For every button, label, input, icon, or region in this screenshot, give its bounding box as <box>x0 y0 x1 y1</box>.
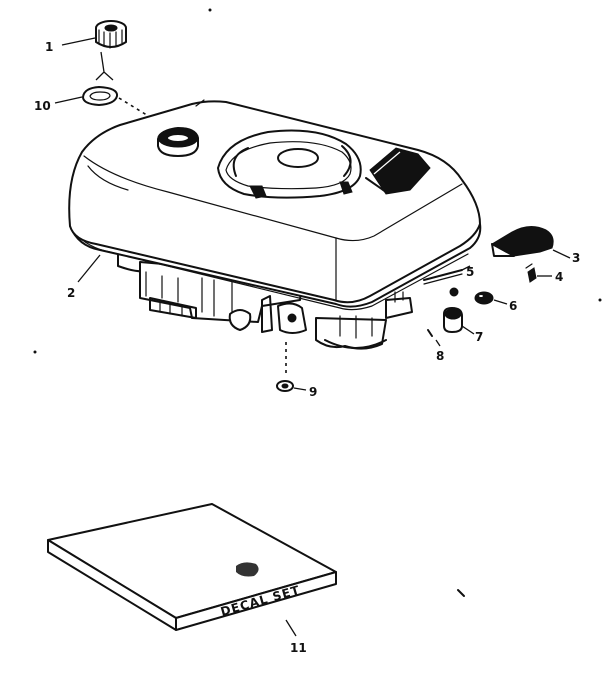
callout-7: 7 <box>475 330 483 344</box>
leader-3 <box>552 249 571 259</box>
leader-11 <box>285 619 297 637</box>
cap-to-gasket-line <box>95 51 114 81</box>
screw-part <box>525 263 537 283</box>
callout-9: 9 <box>309 385 317 399</box>
plug-part <box>443 307 463 333</box>
leader-9 <box>293 387 307 391</box>
callout-11: 11 <box>290 641 307 655</box>
leader-7 <box>461 325 475 335</box>
callout-5: 5 <box>466 265 474 279</box>
gasket-part <box>82 86 119 106</box>
leader-5 <box>461 265 471 271</box>
grommet-part <box>474 291 494 305</box>
callout-1: 1 <box>45 40 53 54</box>
decal-set-part: DECAL SET <box>47 503 337 631</box>
pin-part <box>427 329 433 337</box>
leader-8 <box>435 339 441 347</box>
nut-part <box>449 287 459 297</box>
washer-part <box>276 380 294 392</box>
leader-1 <box>61 37 96 46</box>
leader-6 <box>493 299 508 305</box>
callout-2: 2 <box>67 286 75 300</box>
leader-2 <box>77 254 101 283</box>
gasket-to-tank-line <box>118 97 169 129</box>
callout-4: 4 <box>555 270 563 284</box>
leader-10 <box>54 96 83 104</box>
callout-6: 6 <box>509 299 517 313</box>
spring-part <box>423 269 463 285</box>
fuel-cap-part <box>95 20 127 49</box>
control-knob-part <box>490 226 554 257</box>
callout-10: 10 <box>34 99 51 113</box>
callout-3: 3 <box>572 251 580 265</box>
speck-marks <box>33 8 602 597</box>
callout-8: 8 <box>436 349 444 363</box>
decal-smudge <box>236 562 259 577</box>
fuel-tank-part <box>68 99 482 350</box>
